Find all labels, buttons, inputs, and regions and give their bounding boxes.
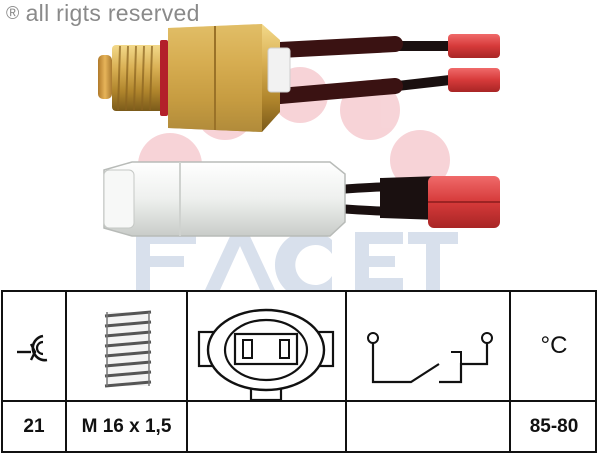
torque-value: 21 [23,416,45,437]
spec-table: °C 21 M 16 x 1,5 85-80 [1,290,597,453]
wrench-icon [17,334,48,362]
switch-symbol-icon [367,332,493,384]
thread-value: M 16 x 1,5 [81,416,172,437]
temperature-unit: °C [540,332,568,359]
connector-icon [197,308,335,400]
thread-icon [104,310,152,388]
copyright-text: all rigts reserved [25,0,200,26]
copyright-notice: ®all rigts reserved [6,0,200,27]
sensor-thread [98,24,291,132]
connector-plug [103,161,500,237]
temperature-range-value: 85-80 [529,416,579,437]
product-photo [98,24,500,290]
registered-icon: ® [6,3,20,23]
